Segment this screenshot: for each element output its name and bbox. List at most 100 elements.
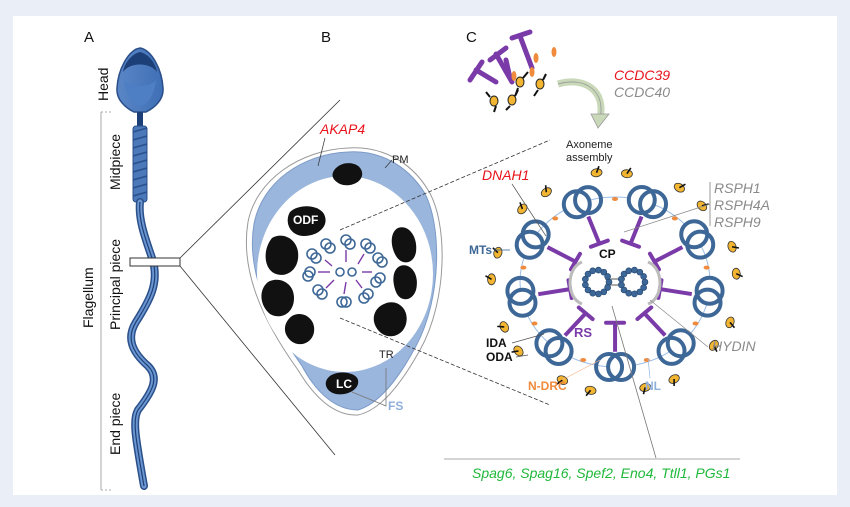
label-pm: PM (392, 154, 409, 166)
cp-protofilament (589, 289, 597, 297)
free-dyneins (485, 71, 547, 113)
radial-spoke (656, 278, 693, 300)
cp-protofilament (604, 284, 611, 291)
panel-b-letter: B (321, 29, 331, 46)
label-cp: CP (599, 247, 616, 261)
cp-protofilament (640, 284, 647, 291)
assembly-arrow (557, 78, 605, 119)
cp-protofilament (589, 267, 597, 275)
assembly-arrow-head (590, 113, 610, 129)
microtubule-doublet (679, 200, 740, 270)
label-lc: LC (336, 377, 352, 391)
microtubule-doublet (485, 265, 538, 333)
cp-protofilament (631, 290, 638, 298)
cp-protofilament (582, 281, 589, 289)
microtubule-doublet (643, 328, 719, 387)
cp-protofilament (620, 286, 628, 294)
microtubule-doublet (692, 267, 743, 329)
label-oda: ODA (486, 350, 513, 364)
cp-protofilament (595, 290, 602, 298)
longitudinal-column-top (332, 163, 363, 186)
label-axoneme-assembly-2: assembly (566, 152, 613, 164)
label-rsph4a: RSPH4A (714, 197, 770, 213)
label-odf: ODF (293, 213, 318, 227)
label-end-piece: End piece (107, 393, 123, 455)
ndrc-link (580, 357, 587, 362)
cp-protofilament (600, 268, 608, 276)
microtubule-doublet (621, 167, 686, 221)
odf-7 (373, 302, 407, 337)
label-hydin: HYDIN (712, 338, 756, 354)
label-fs: FS (388, 399, 403, 413)
label-nl: NL (645, 379, 661, 393)
cp-protofilament (636, 268, 644, 276)
microtubule-doublet (580, 351, 652, 397)
odf-3 (261, 279, 294, 317)
zoom-line-c-top (339, 139, 551, 231)
cp-protofilament (605, 278, 613, 286)
mini-radial-spokes (318, 250, 372, 295)
cp-protofilament (620, 270, 628, 278)
radial-spoke (635, 305, 667, 337)
cp-protofilament (584, 270, 592, 278)
label-midpiece: Midpiece (107, 134, 123, 190)
radial-spoke (546, 245, 582, 272)
cp-protofilament (582, 275, 589, 283)
label-dnah1: DNAH1 (482, 167, 529, 183)
label-rs: RS (574, 325, 592, 340)
panel-a: A (80, 29, 341, 491)
cp-protofilament (625, 267, 633, 275)
cp-protofilament (640, 273, 647, 280)
cross-section-marker (129, 257, 181, 267)
zoom-line-bottom (179, 265, 336, 456)
longitudinal-column-bottom (325, 372, 359, 395)
label-axoneme-assembly-1: Axoneme (566, 139, 612, 151)
odf-5 (391, 227, 417, 263)
label-principal-piece: Principal piece (107, 239, 123, 330)
label-head: Head (95, 68, 111, 101)
microtubule-doublet (540, 165, 618, 220)
label-tr: TR (379, 349, 394, 361)
sperm-tail (127, 198, 159, 490)
radial-spoke (537, 278, 574, 300)
radial-spoke (586, 215, 610, 249)
central-pair (568, 260, 662, 306)
microtubule-doublet (511, 321, 574, 385)
cp-protofilament (604, 273, 611, 280)
odf-1 (287, 206, 326, 236)
ndrc-link (531, 321, 538, 326)
radial-spoke (563, 305, 595, 337)
odf-4 (284, 313, 315, 345)
label-ida: IDA (486, 336, 507, 350)
free-ndrc (511, 47, 557, 81)
cp-protofilament (618, 275, 625, 283)
label-rsph1: RSPH1 (714, 180, 761, 196)
microtubule-doublets (485, 165, 743, 397)
cp-protofilament (618, 281, 625, 289)
panel-b: B LC ODF (245, 29, 551, 416)
zoom-line-top (179, 99, 341, 259)
label-ccdc40: CCDC40 (614, 84, 670, 100)
microtubule-doublet (492, 202, 559, 260)
ndrc-link (703, 265, 710, 270)
ndrc-link (612, 197, 618, 201)
sperm-head (116, 47, 164, 126)
sperm-midpiece (132, 125, 148, 203)
label-akap4: AKAP4 (319, 121, 365, 137)
ndrc-link (671, 216, 678, 221)
ndrc-link (643, 357, 650, 362)
axoneme (485, 165, 743, 397)
odf-6 (393, 265, 417, 300)
mini-axoneme (302, 234, 388, 308)
panel-c-letter: C (466, 29, 477, 46)
cp-protofilament (641, 278, 649, 286)
ndrc-link (552, 216, 559, 221)
radial-spoke (604, 320, 627, 352)
cp-protofilament (584, 286, 592, 294)
cp-protofilament (625, 289, 633, 297)
odf-2 (265, 235, 299, 275)
plasma-membrane (245, 147, 443, 416)
label-ndrc: N-DRC (528, 379, 567, 393)
label-rsph9: RSPH9 (714, 214, 761, 230)
